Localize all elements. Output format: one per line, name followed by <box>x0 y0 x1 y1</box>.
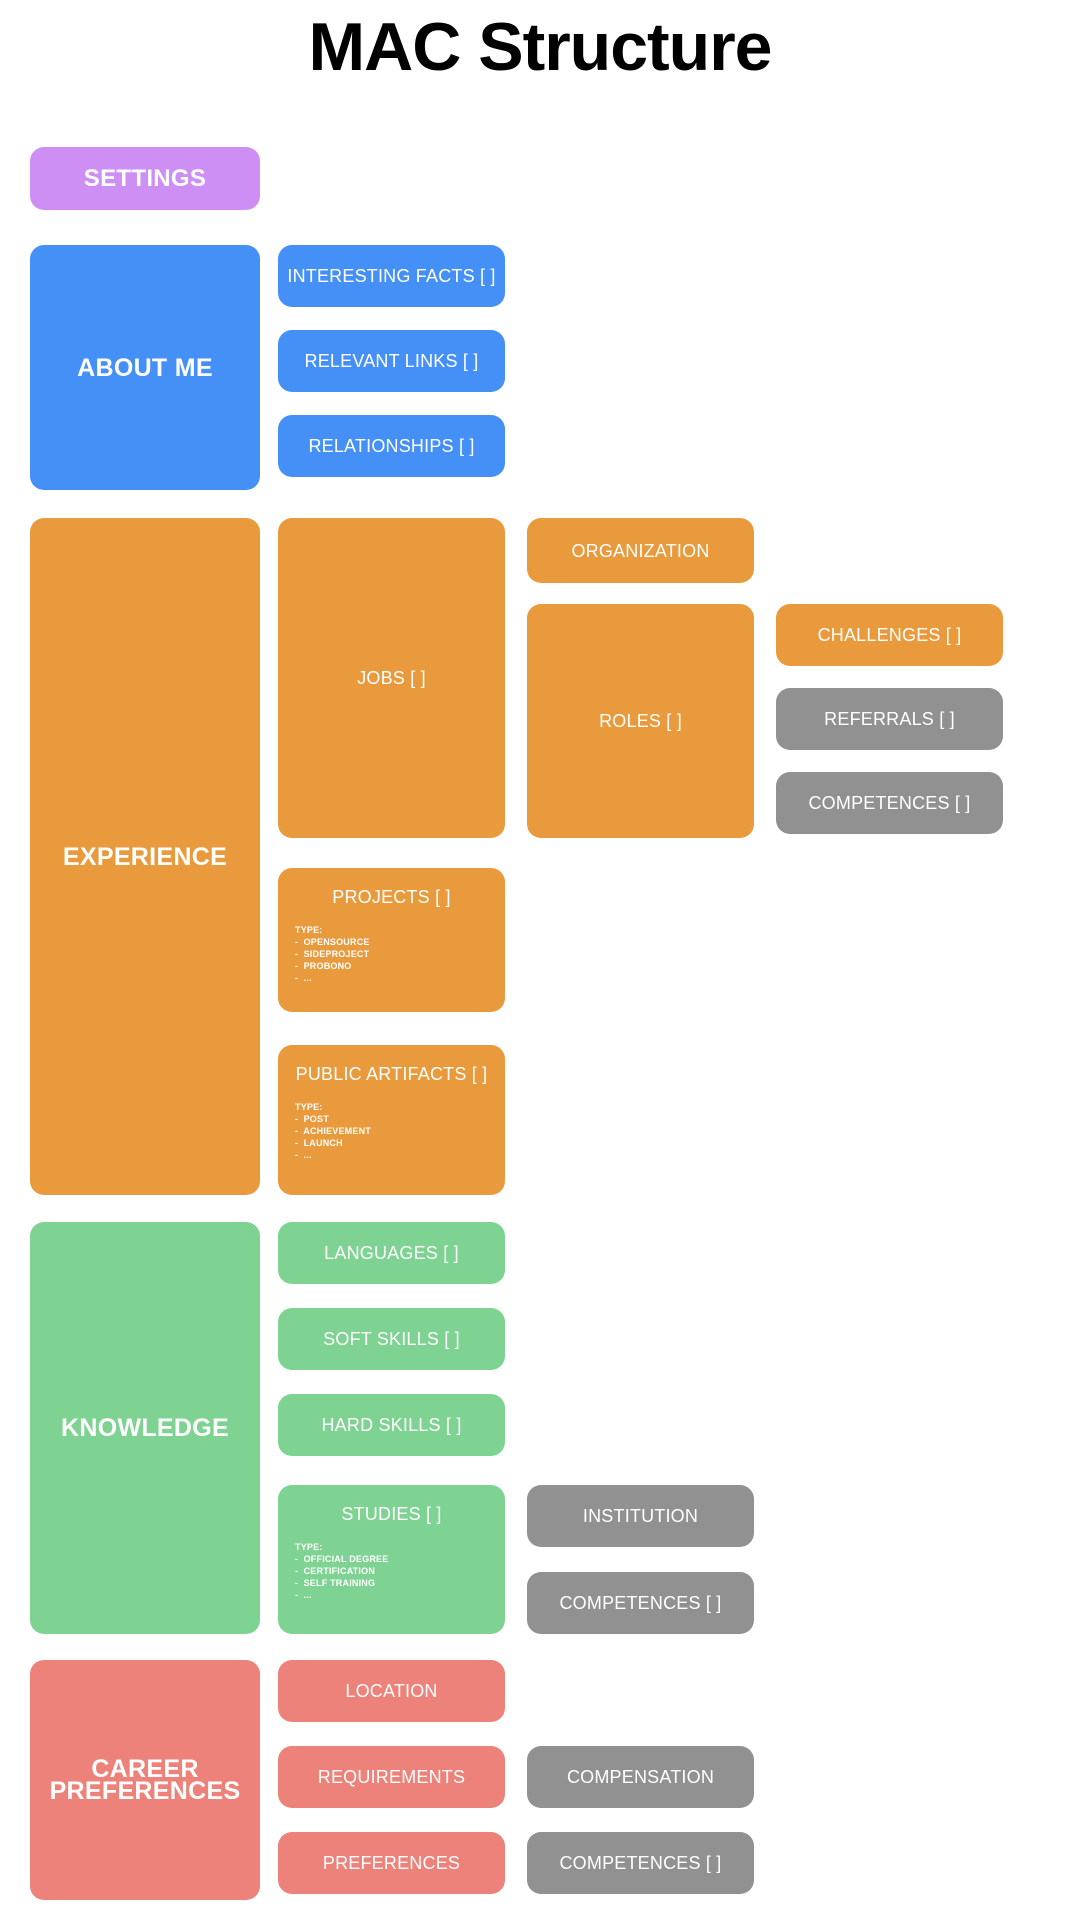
node-relevant-links[interactable]: RELEVANT LINKS [ ] <box>278 330 505 392</box>
node-experience[interactable]: EXPERIENCE <box>30 518 260 1195</box>
node-public-artifacts-title: PUBLIC ARTIFACTS [ ] <box>295 1064 488 1084</box>
node-settings[interactable]: SETTINGS <box>30 147 260 210</box>
type-item: - POST <box>295 1114 329 1124</box>
node-studies-type-block: TYPE: - OFFICIAL DEGREE - CERTIFICATION … <box>278 1525 505 1601</box>
node-public-artifacts-type-block: TYPE: - POST - ACHIEVEMENT - LAUNCH - ..… <box>278 1085 505 1161</box>
node-competences-career[interactable]: COMPETENCES [ ] <box>527 1832 754 1894</box>
node-projects-type-block: TYPE: - OPENSOURCE - SIDEPROJECT - PROBO… <box>278 908 505 984</box>
type-item: - CERTIFICATION <box>295 1566 376 1576</box>
node-interesting-facts[interactable]: INTERESTING FACTS [ ] <box>278 245 505 307</box>
node-preferences[interactable]: PREFERENCES <box>278 1832 505 1894</box>
node-compensation[interactable]: COMPENSATION <box>527 1746 754 1808</box>
node-organization[interactable]: ORGANIZATION <box>527 518 754 583</box>
node-competences-experience[interactable]: COMPETENCES [ ] <box>776 772 1003 834</box>
node-location[interactable]: LOCATION <box>278 1660 505 1722</box>
node-roles[interactable]: ROLES [ ] <box>527 604 754 838</box>
node-requirements[interactable]: REQUIREMENTS <box>278 1746 505 1808</box>
node-soft-skills[interactable]: SOFT SKILLS [ ] <box>278 1308 505 1370</box>
node-jobs[interactable]: JOBS [ ] <box>278 518 505 838</box>
type-label: TYPE: <box>295 1102 323 1112</box>
node-public-artifacts[interactable]: PUBLIC ARTIFACTS [ ] TYPE: - POST - ACHI… <box>278 1045 505 1195</box>
node-studies[interactable]: STUDIES [ ] TYPE: - OFFICIAL DEGREE - CE… <box>278 1485 505 1634</box>
type-label: TYPE: <box>295 925 323 935</box>
node-studies-title: STUDIES [ ] <box>341 1504 442 1524</box>
type-item: - PROBONO <box>295 961 352 971</box>
node-competences-knowledge[interactable]: COMPETENCES [ ] <box>527 1572 754 1634</box>
type-item: - LAUNCH <box>295 1138 343 1148</box>
type-item: - ACHIEVEMENT <box>295 1126 371 1136</box>
node-projects[interactable]: PROJECTS [ ] TYPE: - OPENSOURCE - SIDEPR… <box>278 868 505 1012</box>
node-referrals[interactable]: REFERRALS [ ] <box>776 688 1003 750</box>
node-knowledge[interactable]: KNOWLEDGE <box>30 1222 260 1634</box>
node-languages[interactable]: LANGUAGES [ ] <box>278 1222 505 1284</box>
page-title: MAC Structure <box>308 9 772 85</box>
type-item: - SELF TRAINING <box>295 1578 376 1588</box>
type-item: - ... <box>295 973 312 983</box>
type-item: - ... <box>295 1150 312 1160</box>
type-label: TYPE: <box>295 1542 323 1552</box>
node-relationships[interactable]: RELATIONSHIPS [ ] <box>278 415 505 477</box>
node-hard-skills[interactable]: HARD SKILLS [ ] <box>278 1394 505 1456</box>
node-projects-title: PROJECTS [ ] <box>332 887 451 907</box>
type-item: - OPENSOURCE <box>295 937 370 947</box>
type-item: - SIDEPROJECT <box>295 949 370 959</box>
node-institution[interactable]: INSTITUTION <box>527 1485 754 1547</box>
type-item: - OFFICIAL DEGREE <box>295 1554 389 1564</box>
node-challenges[interactable]: CHALLENGES [ ] <box>776 604 1003 666</box>
node-career-preferences[interactable]: CAREER PREFERENCES <box>30 1660 260 1900</box>
type-item: - ... <box>295 1590 312 1600</box>
node-about-me[interactable]: ABOUT ME <box>30 245 260 490</box>
